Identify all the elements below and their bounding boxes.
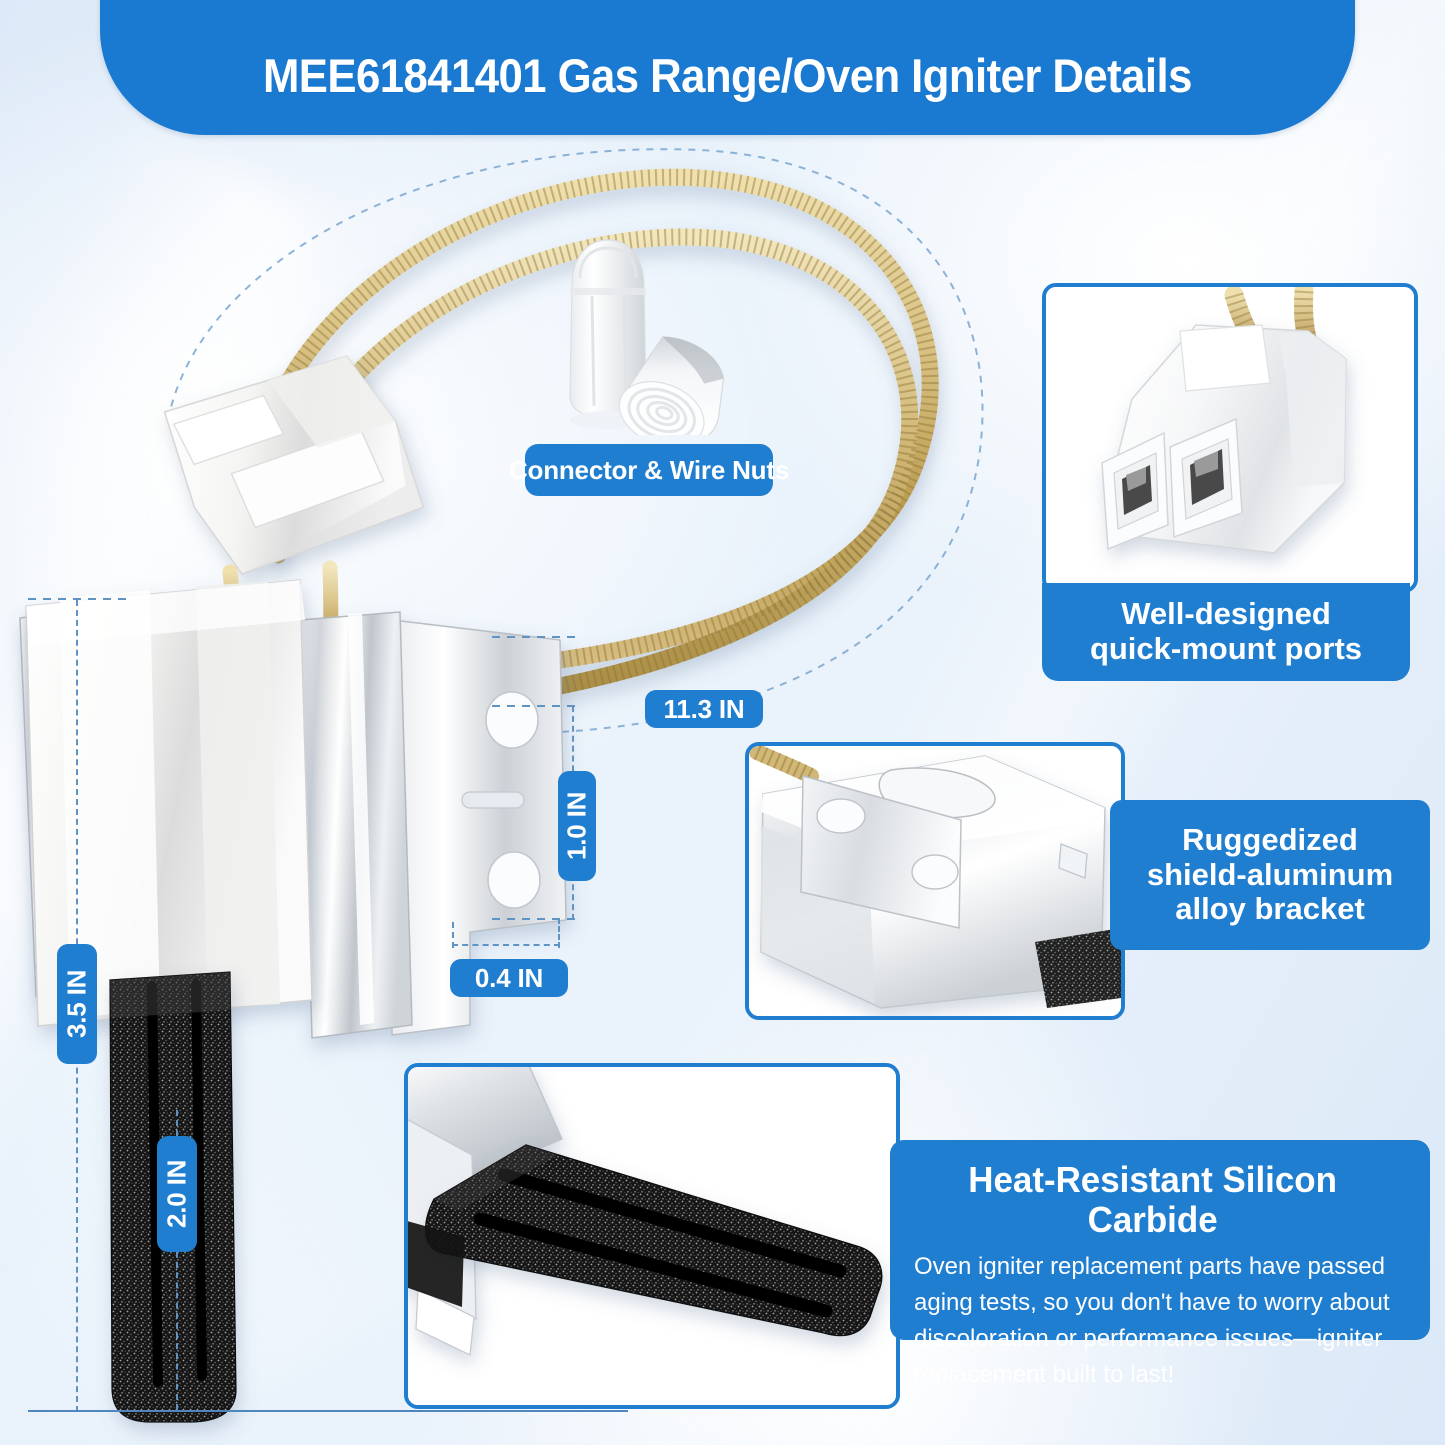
header-banner: MEE61841401 Gas Range/Oven Igniter Detai… xyxy=(100,0,1355,135)
caption-line: alloy bracket xyxy=(1175,891,1365,927)
connector-closeup-image xyxy=(1046,287,1414,589)
dimension-badge-bracket-depth: 0.4 IN xyxy=(450,959,568,997)
dimension-badge-wire: 11.3 IN xyxy=(645,690,763,728)
silicon-carbide-closeup-image xyxy=(408,1067,896,1405)
dimension-tick xyxy=(492,705,582,707)
bracket-inset-panel xyxy=(745,742,1125,1020)
bracket-closeup-image xyxy=(749,746,1121,1016)
wire-connector-housing xyxy=(163,355,425,575)
bracket-panel-caption: Ruggedized shield-aluminum alloy bracket xyxy=(1110,800,1430,950)
dimension-tick xyxy=(28,598,128,600)
wire-dimension-arc xyxy=(167,148,984,733)
dimension-line-element xyxy=(176,1110,178,1410)
dimension-tick xyxy=(558,918,560,948)
silicon-carbide-caption: Heat-Resistant Silicon Carbide Oven igni… xyxy=(890,1140,1430,1388)
dimension-badge-bracket-height: 1.0 IN xyxy=(558,771,596,881)
dimension-tick xyxy=(452,922,454,948)
caption-line: quick-mount ports xyxy=(1089,631,1363,666)
dimension-tick xyxy=(492,918,582,920)
connector-panel-caption: Well-designed quick-mount ports xyxy=(1042,583,1410,681)
dimension-badge-element: 2.0 IN xyxy=(157,1136,197,1252)
ceramic-igniter-body xyxy=(25,579,313,1027)
wire-nuts-label: Connector & Wire Nuts xyxy=(509,444,789,496)
connector-inset-panel xyxy=(1042,283,1418,593)
dimension-tick xyxy=(28,1410,628,1412)
silicon-carbide-heading: Heat-Resistant Silicon Carbide xyxy=(968,1159,1337,1240)
caption-line: Ruggedized xyxy=(1182,821,1358,857)
dimension-line-bracket-depth xyxy=(452,944,560,946)
caption-line: Well-designed xyxy=(1121,596,1331,632)
wire-nuts-illustration xyxy=(569,239,725,435)
page-title: MEE61841401 Gas Range/Oven Igniter Detai… xyxy=(263,49,1192,102)
silicon-carbide-inset-panel xyxy=(404,1063,900,1409)
dimension-badge-overall: 3.5 IN xyxy=(57,944,97,1064)
caption-line: shield-aluminum xyxy=(1146,856,1394,892)
product-illustration xyxy=(19,148,984,1423)
dimension-tick xyxy=(492,636,582,638)
igniter-wire-leads xyxy=(241,168,939,695)
silicon-carbide-body: Oven igniter replacement parts have pass… xyxy=(914,1253,1390,1389)
